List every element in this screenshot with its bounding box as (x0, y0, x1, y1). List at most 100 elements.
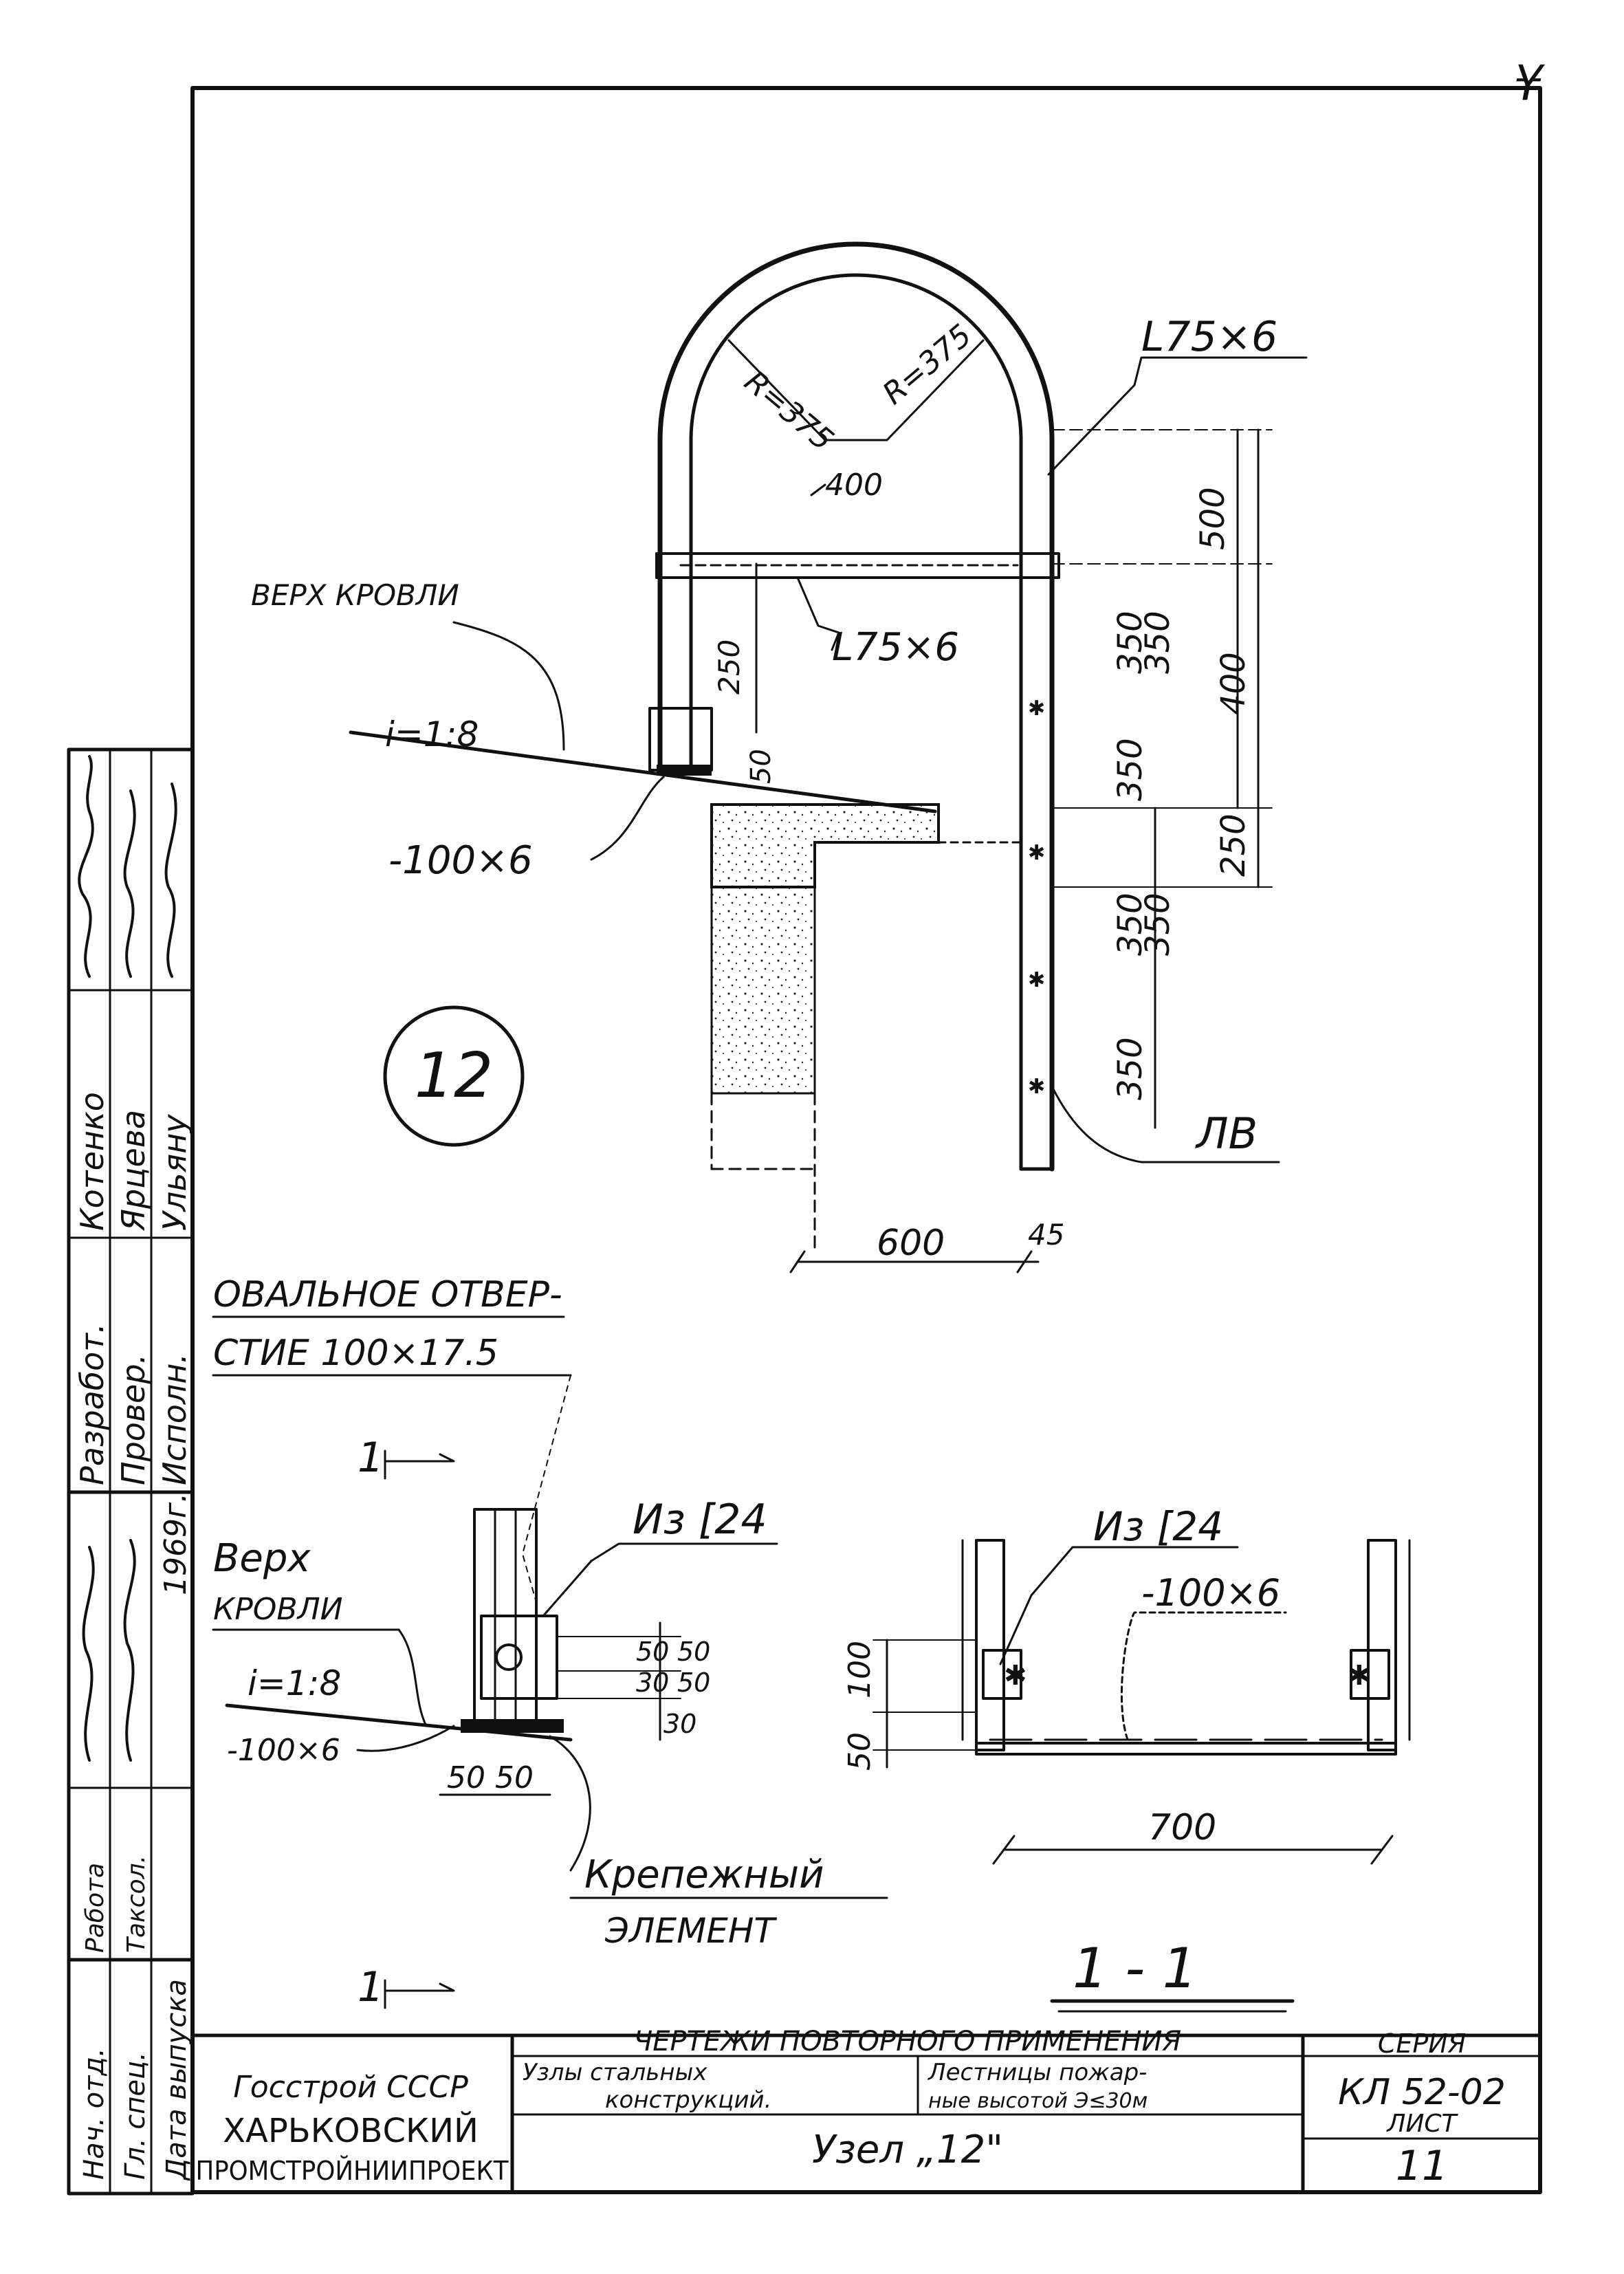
span-400-label: 400 (825, 468, 883, 503)
dim-right-350-f: 350 (1111, 1037, 1150, 1100)
dim-right-d1: 50 (677, 1637, 710, 1667)
oval-hole-line2: СТИЕ 100×17.5 (213, 1333, 498, 1374)
reuse-header: ЧЕРТЕЖИ ПОВТОРНОГО ПРИМЕНЕНИЯ (634, 2026, 1181, 2057)
roof-line (349, 730, 937, 813)
plate-label-1-1: -100×6 (1141, 1571, 1280, 1615)
section-line2: конструкций. (605, 2086, 771, 2114)
dim-600-label: 600 (877, 1223, 945, 1264)
dim-50-a: 50 (447, 1760, 485, 1795)
top-angle-label: L75×6 (1141, 313, 1277, 361)
stamp-org-2: Гл. спец. (120, 2052, 151, 2180)
signature-2 (123, 789, 136, 978)
sheet-label: ЛИСТ (1385, 2110, 1458, 2138)
stamp-role-1: Разработ. (74, 1323, 111, 1485)
roof-top-label: ВЕРХ КРОВЛИ (251, 578, 459, 612)
plate-label-main: -100×6 (388, 838, 533, 883)
concrete-parapet (710, 803, 940, 888)
arch-outer (657, 241, 1055, 1172)
subject-line2: ные высотой Э≤30м (928, 2089, 1148, 2113)
dim-700-label: 700 (1148, 1807, 1216, 1848)
dim-right-500: 500 (1194, 487, 1232, 550)
dim-right-350-e: 350 (1139, 893, 1177, 956)
dim-45-label: 45 (1028, 1218, 1064, 1251)
dim-right-d5: 30 (663, 1709, 696, 1739)
dim-50-left: 50 (745, 749, 777, 784)
svg-text:✱: ✱ (1028, 841, 1045, 865)
series-value: КЛ 52-02 (1338, 2072, 1506, 2113)
concrete-wall (710, 886, 816, 1095)
dim-right-350-b: 350 (1139, 611, 1177, 674)
radius-left-label: R=375 (738, 364, 840, 457)
cut-mark-top: 1 (358, 1434, 384, 1482)
section-1-1: ✱ ✱ Из [24 -100×6 100 50 700 1 - 1 (842, 1503, 1411, 2013)
node-title: Узел „12" (812, 2128, 1003, 2172)
stamp-year: 1969г. (158, 1493, 193, 1595)
dim-right-350-a: 350 (1111, 611, 1150, 674)
fastener-line1: Крепежный (584, 1852, 824, 1897)
series-label: СЕРИЯ (1378, 2029, 1466, 2059)
stamp-role-2: Провер. (115, 1354, 152, 1485)
stamp-name-1: Котенко (74, 1092, 111, 1231)
org-line3: ПРОМСТРОЙНИИПРОЕКТ (196, 2156, 509, 2186)
channel-label-detail: Из [24 (633, 1496, 767, 1544)
ladder-mark-label: ЛВ (1195, 1108, 1258, 1159)
svg-text:✱: ✱ (1028, 697, 1045, 721)
roof-top-detail-1: Верх (213, 1536, 311, 1581)
oval-hole-line1: ОВАЛЬНОЕ ОТВЕР- (213, 1274, 562, 1315)
dim-right-d3: 30 (636, 1668, 669, 1698)
dim-50-1-1: 50 (842, 1732, 877, 1771)
svg-text:✱: ✱ (1004, 1660, 1027, 1692)
org-line1: Госстрой СССР (233, 2070, 468, 2105)
slope-label-detail: i=1:8 (248, 1663, 341, 1703)
section-title: 1 - 1 (1073, 1936, 1198, 2000)
stamp-name-2: Ярцева (115, 1110, 152, 1232)
dim-right-d2: 50 (636, 1637, 669, 1667)
main-view: R=375 R=375 400 L75×6 L75×6 ✱ ✱ ✱ ✱ ВЕРХ… (251, 241, 1308, 1273)
dim-right-350-c: 350 (1111, 738, 1150, 801)
dim-right-400: 400 (1214, 652, 1253, 715)
fastener-line2: ЭЛЕМЕНТ (604, 1911, 777, 1951)
roof-top-detail-2: КРОВЛИ (213, 1592, 343, 1627)
post-bolts: ✱ ✱ ✱ ✱ (1028, 697, 1045, 1099)
stamp-org-1: Нач. отд. (78, 2048, 110, 2180)
stamp-extra-1: Работа (81, 1863, 109, 1953)
right-dim-chain (1051, 428, 1273, 1129)
sheet-value: 11 (1396, 2142, 1448, 2190)
section-detail: ОВАЛЬНОЕ ОТВЕР- СТИЕ 100×17.5 1 1 Верх К… (212, 1274, 888, 2011)
svg-text:✱: ✱ (1028, 968, 1045, 992)
channel-label-1-1: Из [24 (1093, 1503, 1223, 1550)
corner-mark: ¥ (1513, 55, 1546, 111)
signature-3 (164, 783, 177, 978)
side-stamp: Разработ. Провер. Исполн. Котенко Ярцева… (67, 747, 195, 2196)
signature-5 (123, 1539, 136, 1762)
dim-right-250: 250 (1214, 813, 1253, 877)
svg-text:12: 12 (415, 1040, 494, 1112)
svg-text:✱: ✱ (1348, 1660, 1371, 1692)
plate-label-detail: -100×6 (227, 1733, 340, 1768)
crossbar (655, 552, 1060, 579)
svg-text:✱: ✱ (1028, 1075, 1045, 1099)
right-small-dims (556, 1621, 681, 1741)
stamp-role-3: Исполн. (156, 1353, 193, 1485)
stamp-org-3: Дата выпуска (161, 1979, 193, 2181)
section-line1: Узлы стальных (523, 2059, 707, 2086)
dim-50-b: 50 (495, 1760, 534, 1795)
drawing-frame (190, 86, 1542, 2194)
crossbar-angle-label: L75×6 (832, 625, 959, 670)
signature-4 (82, 1546, 95, 1762)
arch-inner (689, 273, 1023, 1171)
org-line2: ХАРЬКОВСКИЙ (223, 2111, 479, 2150)
signature-1 (78, 755, 94, 978)
stamp-name-3: Ульяну (156, 1114, 193, 1231)
subject-line1: Лестницы пожар- (927, 2059, 1147, 2086)
dim-250-left: 250 (712, 639, 746, 695)
dim-100-1-1: 100 (842, 1641, 877, 1698)
stamp-extra-2: Таксол. (122, 1855, 151, 1953)
dim-right-d4: 50 (677, 1668, 710, 1698)
dim-right-350-d: 350 (1111, 893, 1150, 956)
cut-mark-bottom: 1 (358, 1963, 384, 2011)
slope-label-main: i=1:8 (385, 714, 479, 754)
title-block: Госстрой СССР ХАРЬКОВСКИЙ ПРОМСТРОЙНИИПР… (190, 2026, 1542, 2194)
detail-marker: 12 (383, 1005, 525, 1147)
